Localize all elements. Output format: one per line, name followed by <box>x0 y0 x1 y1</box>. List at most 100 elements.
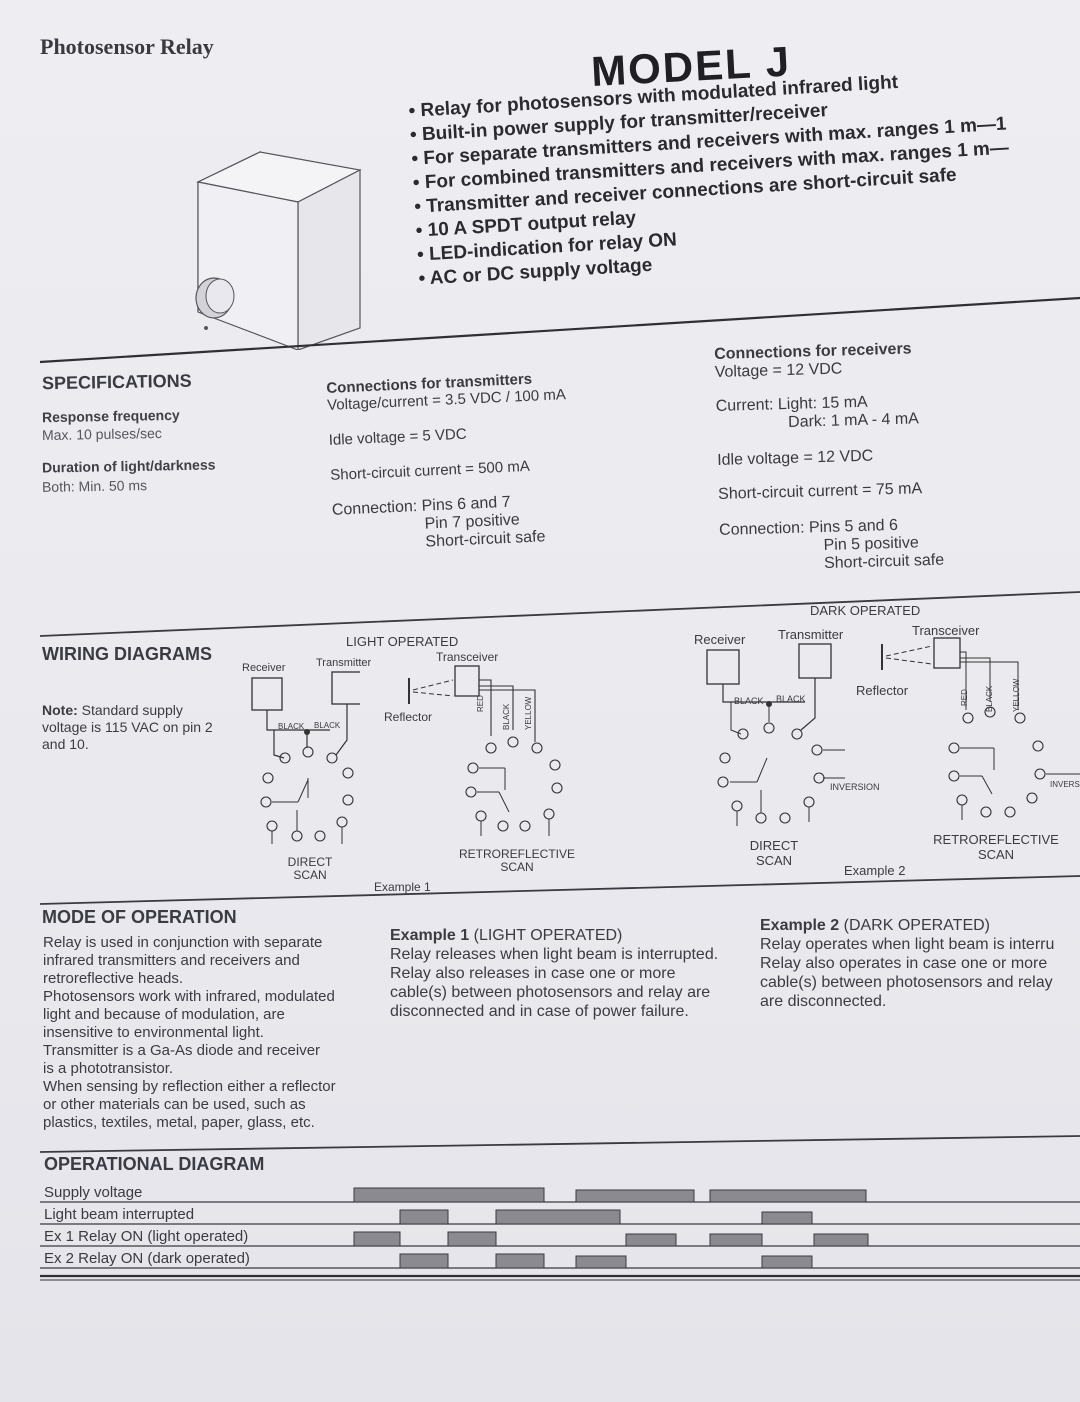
example1-heading: Example 1 (LIGHT OPERATED) <box>390 927 623 944</box>
receiver-label-1: Receiver <box>242 662 286 674</box>
example1-label: Example 1 <box>374 880 431 894</box>
black-label-3b: BLACK <box>776 694 806 704</box>
operational-timing-chart <box>40 1187 1080 1281</box>
transceiver-label-1: Transceiver <box>436 650 499 664</box>
example1-block: Example 1 (LIGHT OPERATED) Relay release… <box>390 926 750 1021</box>
direct-scan-label-1: DIRECT SCAN <box>287 855 333 882</box>
mode-line: insensitive to environmental light. <box>43 1024 264 1041</box>
retroreflective-diagram-1 <box>408 665 563 836</box>
ex2-bar <box>495 1253 545 1269</box>
mode-line: light and because of modulation, are <box>43 1006 285 1023</box>
mode-line: Photosensors work with infrared, modulat… <box>43 988 335 1005</box>
operational-title: OPERATIONAL DIAGRAM <box>44 1154 265 1174</box>
mode-line: or other materials can be used, such as <box>43 1096 306 1113</box>
retro-scan-label-1: RETROREFLECTIVE SCAN <box>458 847 575 874</box>
mode-description: Relay is used in conjunction with separa… <box>43 934 383 1132</box>
ex2-bar <box>761 1255 813 1269</box>
example2-line: Relay operates when light beam is interr… <box>760 936 1055 953</box>
reflector-label-2: Reflector <box>856 683 909 698</box>
transceiver-label-2: Transceiver <box>912 623 980 638</box>
mode-divider <box>39 875 1080 905</box>
mode-line: is a phototransistor. <box>43 1060 174 1077</box>
ex1-bar <box>447 1231 497 1247</box>
mode-line: plastics, textiles, metal, paper, glass,… <box>43 1114 315 1131</box>
op-row-ex2: Ex 2 Relay ON (dark operated) <box>44 1250 250 1267</box>
ex2-bar <box>575 1255 627 1269</box>
transmitter-label-1: Transmitter <box>316 657 372 669</box>
direct-scan-diagram-2 <box>706 643 845 826</box>
retroreflective-diagram-2 <box>881 637 1080 820</box>
black-wire-label-2: BLACK <box>502 703 511 730</box>
mode-line: Relay is used in conjunction with separa… <box>43 934 323 951</box>
duration-label: Duration of light/darkness <box>41 456 216 476</box>
header-divider <box>39 296 1080 364</box>
example1-line: Relay releases when light beam is interr… <box>390 946 719 963</box>
timing-bars <box>353 1187 869 1269</box>
transmitter-label-2: Transmitter <box>778 627 844 642</box>
example1-line: Relay also releases in case one or more <box>390 965 676 982</box>
mode-title: MODE OF OPERATION <box>42 907 237 927</box>
yellow-wire-label-2: YELLOW <box>1012 678 1021 712</box>
reflector-label-1: Reflector <box>384 710 433 724</box>
supply-bar <box>575 1189 695 1203</box>
inversion-label-1: INVERSION <box>830 782 880 792</box>
beam-bar <box>399 1209 449 1225</box>
document-header: Photosensor Relay <box>40 34 214 59</box>
ex1-bar <box>813 1233 869 1247</box>
transmitter-connections: Connections for transmitters Voltage/cur… <box>326 369 573 556</box>
receiver-label-2: Receiver <box>694 632 746 647</box>
receiver-idle: Idle voltage = 12 VDC <box>716 447 874 469</box>
mode-line: Transmitter is a Ga-As diode and receive… <box>43 1042 321 1059</box>
retro-scan-label-2: RETROREFLECTIVE SCAN <box>933 832 1059 862</box>
op-row-light-beam: Light beam interrupted <box>44 1206 195 1223</box>
beam-bar <box>495 1209 621 1225</box>
dark-operated-label: DARK OPERATED <box>810 603 921 618</box>
wiring-title: WIRING DIAGRAMS <box>42 644 212 664</box>
duration-value: Both: Min. 50 ms <box>41 477 148 495</box>
black-label-3a: BLACK <box>734 696 764 706</box>
supply-bar <box>353 1187 545 1203</box>
direct-scan-diagram-1 <box>251 671 360 844</box>
receiver-short: Short-circuit current = 75 mA <box>717 480 923 503</box>
example2-line: cable(s) between photosensors and relay <box>760 974 1053 991</box>
response-frequency-value: Max. 10 pulses/sec <box>41 424 162 444</box>
mode-line: retroreflective heads. <box>43 970 184 987</box>
beam-bar <box>761 1211 813 1225</box>
op-row-ex1: Ex 1 Relay ON (light operated) <box>44 1228 249 1245</box>
ex1-bar <box>353 1231 401 1247</box>
wiring-note: Note: Standard supply voltage is 115 VAC… <box>42 702 213 752</box>
black-label-1b: BLACK <box>314 721 341 730</box>
wiring-divider <box>39 591 1080 637</box>
example2-line: Relay also operates in case one or more <box>760 955 1048 972</box>
supply-bar <box>709 1189 867 1203</box>
example2-line: are disconnected. <box>760 993 887 1010</box>
red-wire-label-1: RED <box>476 695 485 712</box>
example1-line: cable(s) between photosensors and relay … <box>390 984 711 1001</box>
example2-block: Example 2 (DARK OPERATED) Relay operates… <box>760 916 1080 1011</box>
red-wire-label-2: RED <box>960 689 969 706</box>
ex1-bar <box>709 1233 763 1247</box>
example2-heading: Example 2 (DARK OPERATED) <box>760 917 990 934</box>
direct-scan-label-2: DIRECT SCAN <box>749 838 799 868</box>
black-wire-label-4: BLACK <box>985 685 994 712</box>
specifications-title: SPECIFICATIONS <box>41 370 192 394</box>
black-label-1a: BLACK <box>278 722 305 731</box>
mode-line: When sensing by reflection either a refl… <box>43 1078 336 1095</box>
ex2-bar <box>399 1253 449 1269</box>
transmitter-short: Short-circuit current = 500 mA <box>329 457 531 484</box>
yellow-wire-label-1: YELLOW <box>524 696 533 730</box>
mode-line: infrared transmitters and receivers and <box>43 952 300 969</box>
light-operated-label: LIGHT OPERATED <box>346 634 459 649</box>
receiver-connections: Connections for receivers Voltage = 12 V… <box>714 340 944 576</box>
response-frequency-label: Response frequency <box>41 406 180 426</box>
feature-list: Relay for photosensors with modulated in… <box>408 59 1080 292</box>
op-row-supply: Supply voltage <box>44 1184 143 1201</box>
transmitter-idle: Idle voltage = 5 VDC <box>328 425 467 449</box>
operational-divider <box>39 1135 1080 1153</box>
ex1-bar <box>625 1233 677 1247</box>
example2-label: Example 2 <box>844 863 906 878</box>
inversion-label-2: INVERS <box>1050 780 1080 789</box>
relay-device-illustration <box>195 151 362 350</box>
example1-line: disconnected and in case of power failur… <box>390 1003 689 1020</box>
